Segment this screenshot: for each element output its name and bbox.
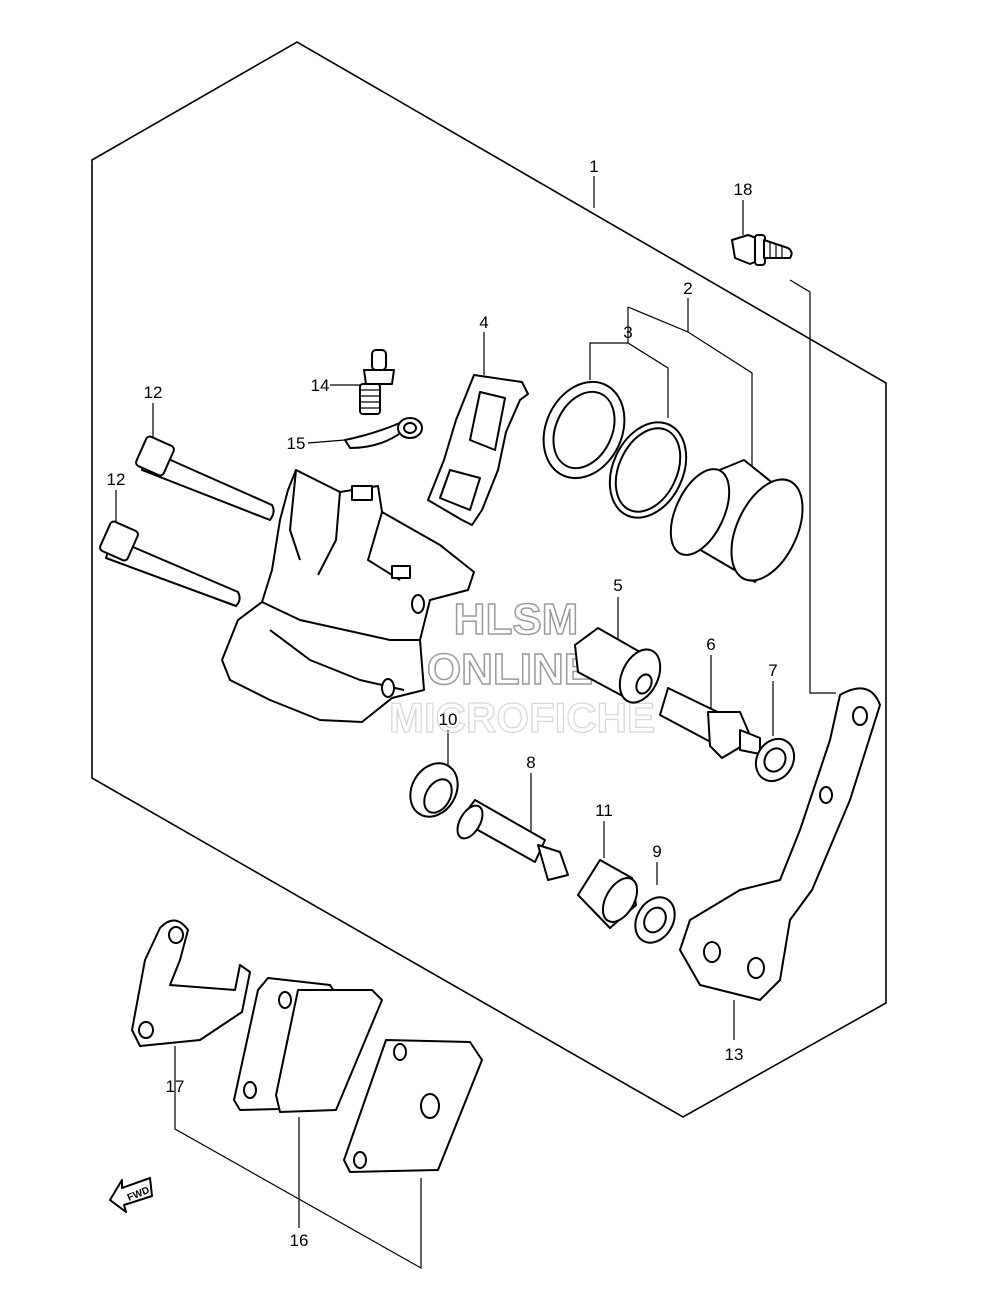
label-14: 14 [311, 376, 330, 395]
watermark-line2: ONLINE [427, 645, 593, 694]
piston-seal-set [542, 380, 804, 583]
label-12a: 12 [144, 383, 163, 402]
shim-17 [131, 919, 251, 1047]
caliper-pin-12a [135, 435, 275, 521]
pad-spring-4 [427, 374, 529, 526]
label-5: 5 [613, 576, 622, 595]
bleeder-14 [359, 349, 395, 415]
slide-pin-8 [456, 799, 569, 881]
washer-7 [754, 737, 796, 783]
boot-5 [574, 627, 662, 704]
label-7: 7 [768, 661, 777, 680]
watermark-line1: HLSM [454, 595, 579, 644]
label-9: 9 [652, 842, 661, 861]
caliper-body [221, 469, 475, 723]
label-11: 11 [595, 801, 613, 820]
label-17: 17 [166, 1077, 185, 1096]
label-1: 1 [589, 157, 598, 176]
boot-10 [409, 762, 459, 818]
label-15: 15 [287, 434, 306, 453]
brake-pad-16b [275, 989, 383, 1113]
watermark: HLSM ONLINE MICROFICHE [388, 594, 655, 741]
label-16: 16 [290, 1231, 309, 1250]
label-12b: 12 [107, 470, 126, 489]
boot-11 [577, 859, 639, 929]
assembly-outline [91, 41, 887, 1118]
brake-pad-16c [343, 1039, 483, 1173]
label-13: 13 [725, 1045, 744, 1064]
label-4: 4 [479, 313, 488, 332]
label-3: 3 [623, 323, 632, 342]
washer-9 [634, 896, 676, 944]
watermark-line3: MICROFICHE [389, 694, 655, 741]
label-18: 18 [734, 180, 753, 199]
part-labels: 1 2 3 4 5 6 7 8 9 10 11 12 12 13 14 15 1… [107, 157, 778, 1250]
fwd-arrow: FWD [109, 1177, 153, 1213]
label-8: 8 [526, 753, 535, 772]
sleeve-pin-6 [659, 687, 761, 759]
label-6: 6 [706, 635, 715, 654]
caliper-pin-12b [99, 520, 241, 607]
bleeder-cap-15 [344, 417, 423, 449]
label-10: 10 [439, 710, 458, 729]
bracket-13 [679, 687, 881, 1001]
label-2: 2 [683, 279, 692, 298]
bolt-18 [731, 234, 793, 266]
leader-lines [115, 176, 836, 1270]
